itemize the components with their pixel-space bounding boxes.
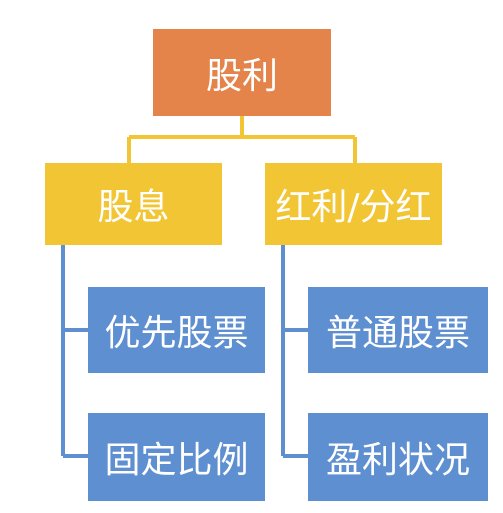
leaf-node-profit-status: 盈利状况 bbox=[308, 413, 488, 501]
leaf-label: 优先股票 bbox=[104, 313, 249, 354]
leaf-label: 盈利状况 bbox=[325, 440, 470, 481]
leaf-label: 固定比例 bbox=[104, 440, 249, 481]
leaf-label: 普通股票 bbox=[325, 313, 470, 354]
leaf-node-fixed-ratio: 固定比例 bbox=[88, 413, 265, 501]
leaf-node-preferred-stock: 优先股票 bbox=[88, 287, 265, 373]
branch-node-bonus: 红利/分红 bbox=[265, 163, 442, 245]
leaf-node-common-stock: 普通股票 bbox=[308, 287, 488, 373]
root-label: 股利 bbox=[205, 55, 278, 97]
branch-label: 红利/分红 bbox=[275, 187, 432, 228]
root-node: 股利 bbox=[153, 29, 331, 116]
branch-node-dividend: 股息 bbox=[45, 163, 222, 245]
branch-label: 股息 bbox=[97, 187, 170, 228]
